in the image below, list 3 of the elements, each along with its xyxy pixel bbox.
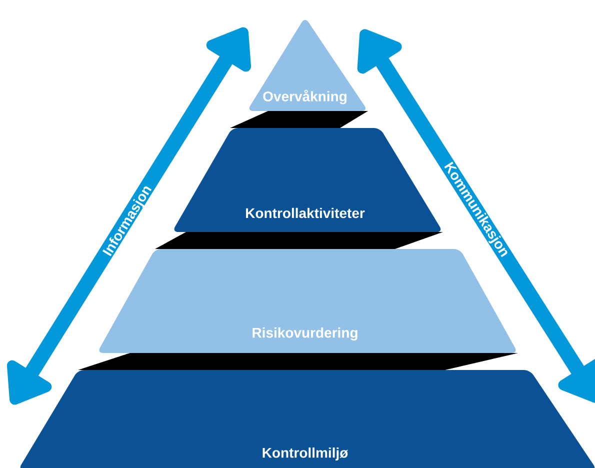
pyramid-triangle: Overvåkning	[249, 20, 366, 111]
pyramid-trapezoid: Kontrollaktiviteter	[174, 128, 441, 232]
pyramid-trapezoid: Kontrollmiljø	[20, 370, 595, 468]
